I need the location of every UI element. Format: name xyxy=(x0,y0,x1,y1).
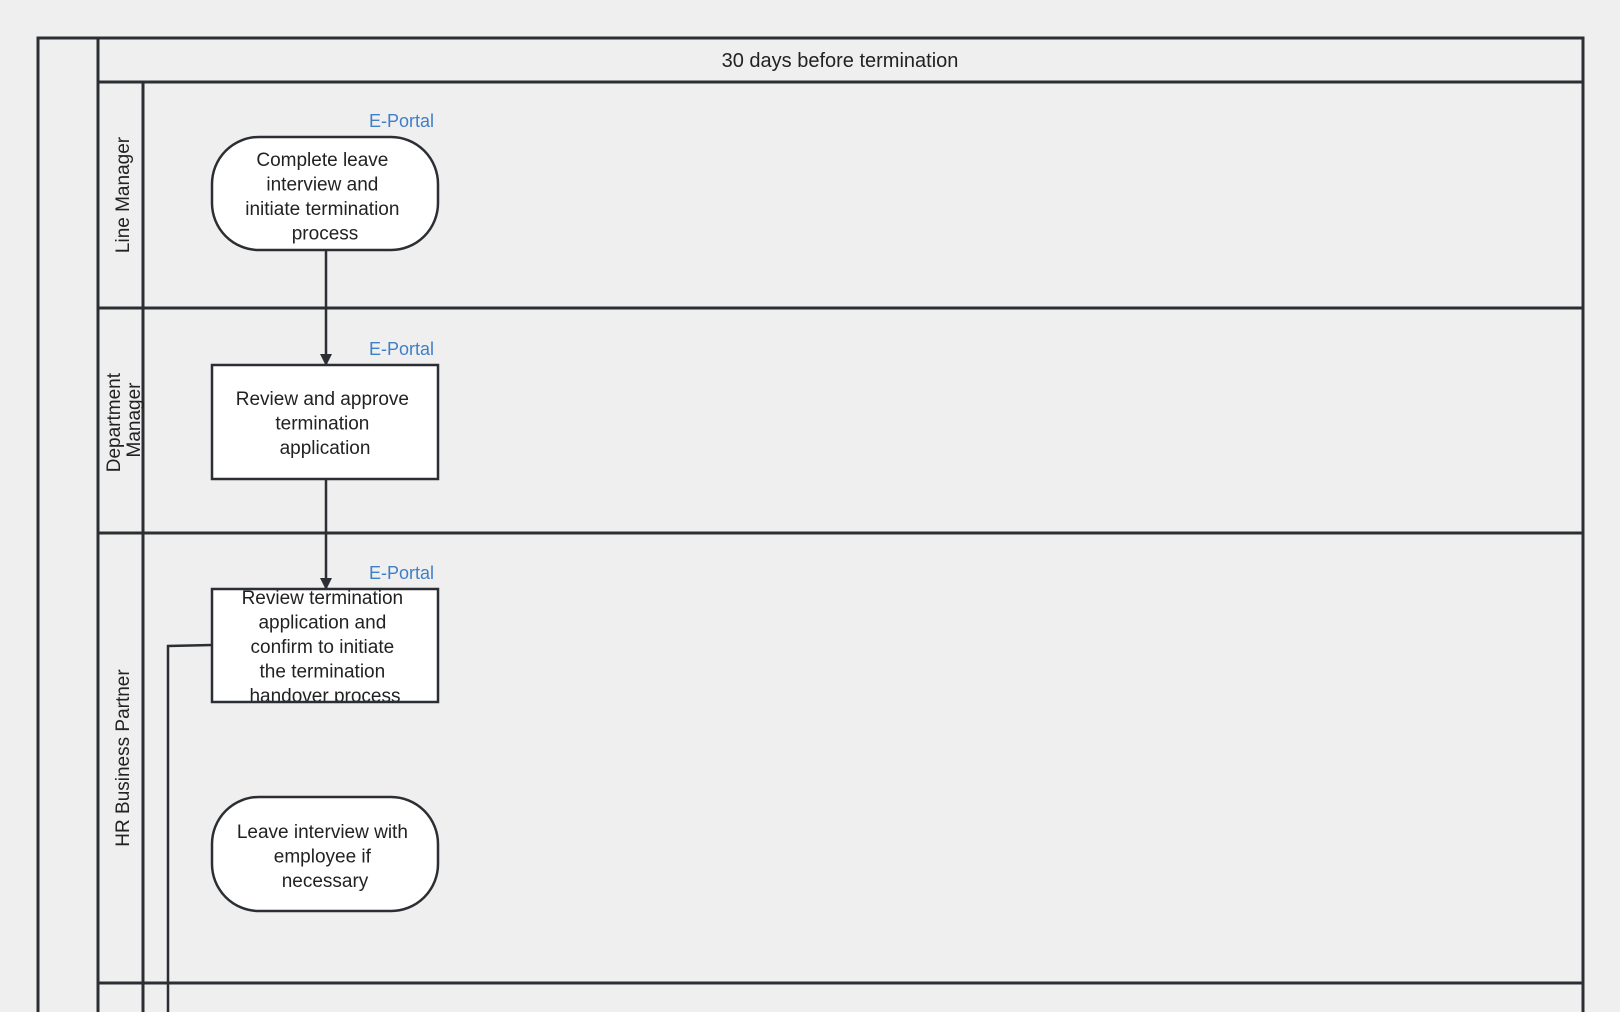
process-node-review-approve[interactable]: E-Portal Review and approve termination … xyxy=(210,339,440,481)
node-label: Complete leave interview and initiate te… xyxy=(245,150,404,245)
e-portal-tag: E-Portal xyxy=(369,111,434,131)
node-label: Review and approve termination applicati… xyxy=(236,389,415,459)
svg-text:Department Manager: Department Manager xyxy=(104,368,145,473)
node-label: Review termination application and confi… xyxy=(242,588,409,707)
lane-label-hr-business-partner: HR Business Partner xyxy=(113,669,134,847)
svg-text:HR Business Partner: HR Business Partner xyxy=(113,669,134,847)
phase-header: 30 days before termination xyxy=(96,36,1585,84)
node-label: Leave interview with employee if necessa… xyxy=(237,822,413,892)
svg-text:Line Manager: Line Manager xyxy=(113,136,134,253)
e-portal-tag: E-Portal xyxy=(369,563,434,583)
process-node-complete-leave-interview[interactable]: E-Portal Complete leave interview and in… xyxy=(210,111,440,252)
e-portal-tag: E-Portal xyxy=(369,339,434,359)
connector-line xyxy=(166,643,213,1012)
lane-label-department-manager: Department Manager xyxy=(104,368,145,473)
lane-label-line-manager: Line Manager xyxy=(113,136,134,253)
phase-title: 30 days before termination xyxy=(722,50,959,72)
process-node-leave-interview[interactable]: Leave interview with employee if necessa… xyxy=(210,795,440,913)
process-node-review-termination[interactable]: E-Portal Review termination application … xyxy=(210,563,440,707)
